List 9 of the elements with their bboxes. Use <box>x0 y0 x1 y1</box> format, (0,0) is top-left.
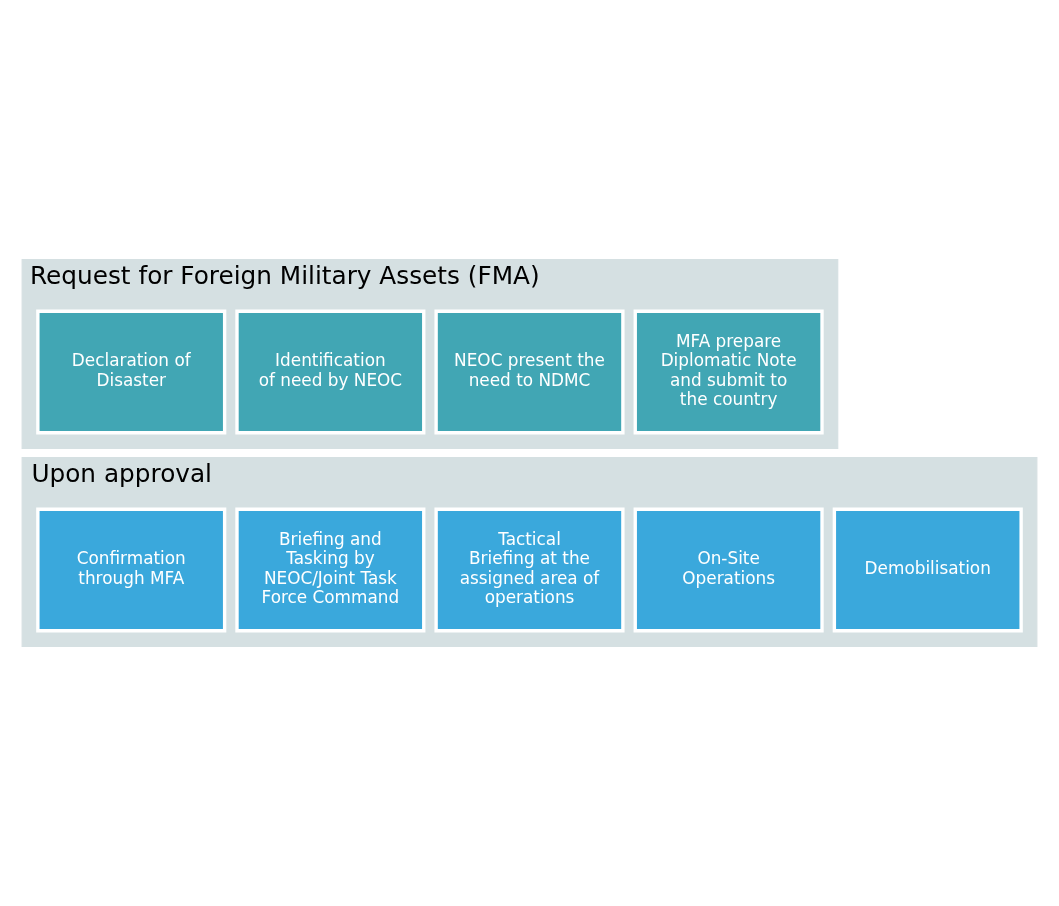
node-box: Tactical Briefing at the assigned area of operations <box>434 507 625 633</box>
node-box: Identification of need by NEOC <box>235 309 426 435</box>
node-box: Briefing and Tasking by NEOC/Joint Task Force Command <box>235 507 426 633</box>
node-box: Confirmation through MFA <box>36 507 227 633</box>
node-box: NEOC present the need to NDMC <box>434 309 625 435</box>
node-box: Declaration of Disaster <box>36 309 227 435</box>
node-box: On-Site Operations <box>633 507 824 633</box>
node-box: Demobilisation <box>832 507 1023 633</box>
node-box: MFA prepare Diplomatic Note and submit to the country <box>633 309 824 435</box>
